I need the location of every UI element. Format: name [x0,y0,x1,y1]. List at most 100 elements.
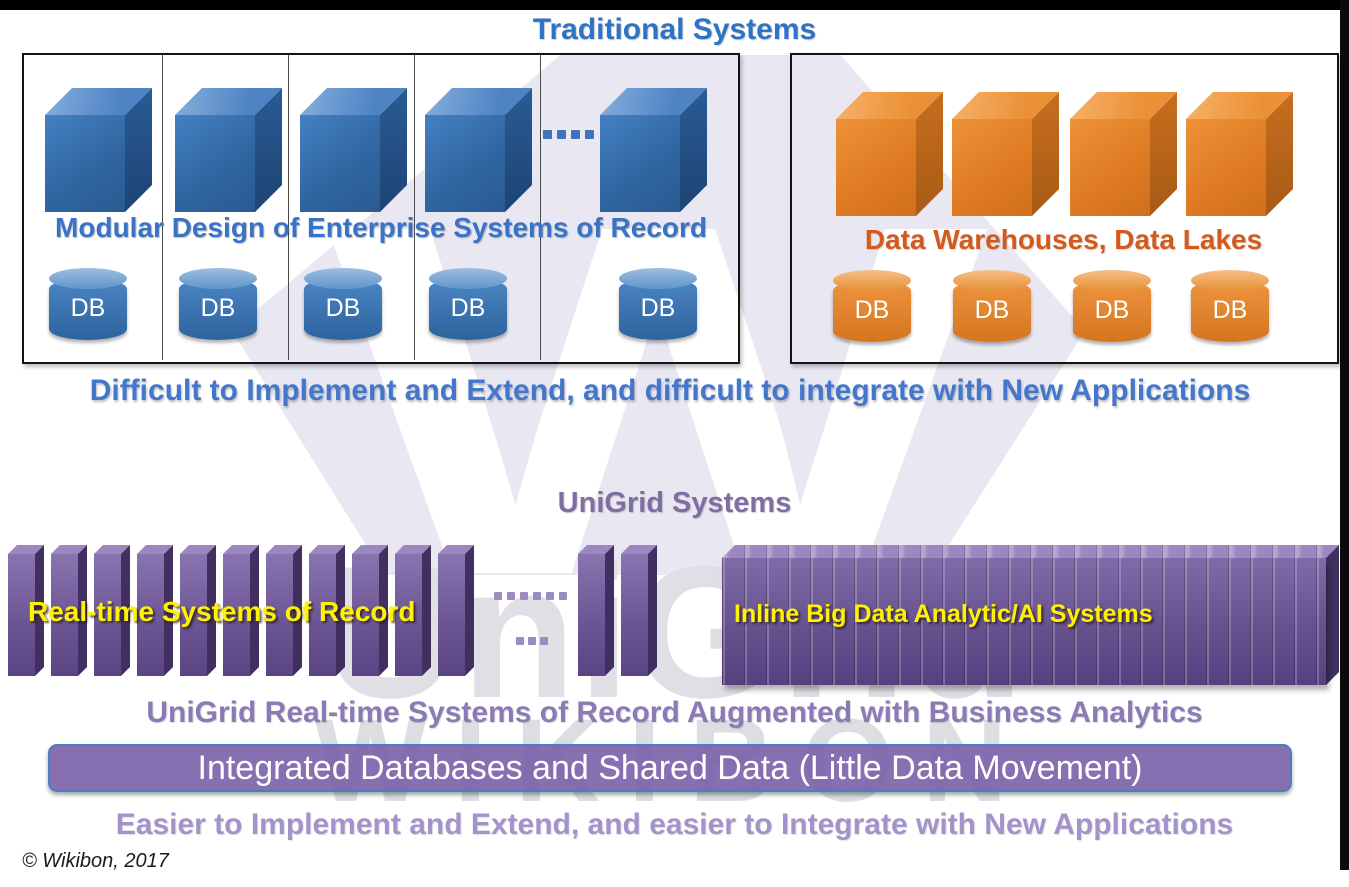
server-slab [352,545,388,676]
slab-side-face [379,545,388,676]
orange-cube [836,92,943,216]
slab-side-face [78,545,87,676]
server-slab [8,545,44,676]
server-slab [309,545,345,676]
slab-front-face [94,554,121,676]
blue-cube [45,88,152,212]
analytics-block [722,545,1339,685]
cube-front-face [1186,119,1266,216]
modular-systems-box [22,53,740,364]
block-side-face [1326,545,1339,685]
blue-cube [425,88,532,212]
difficult-caption: Difficult to Implement and Extend, and d… [89,374,1251,407]
db-label: DB [640,294,676,322]
column-divider [162,55,163,360]
inline-analytics-label: Inline Big Data Analytic/AI Systems [734,600,1153,628]
data-warehouse-box [790,53,1339,364]
db-label: DB [1212,296,1248,324]
server-slab [180,545,216,676]
slab-front-face [352,554,379,676]
db-top-ellipse [429,268,507,289]
continuation-dots [528,637,536,645]
orange-db-cylinder: DB [1191,270,1269,342]
slab-side-face [293,545,302,676]
blue-db-cylinder: DB [619,268,697,340]
continuation-dots [543,130,552,139]
slab-side-face [250,545,259,676]
slab-side-face [164,545,173,676]
continuation-dots [533,592,541,600]
continuation-dots [571,130,580,139]
db-top-ellipse [304,268,382,289]
slab-side-face [336,545,345,676]
continuation-dots [559,592,567,600]
slab-top-face [223,545,259,554]
db-label: DB [325,294,361,322]
easier-caption: Easier to Implement and Extend, and easi… [115,808,1234,841]
cube-front-face [836,119,916,216]
slab-top-face [438,545,474,554]
db-label: DB [70,294,106,322]
blue-db-cylinder: DB [179,268,257,340]
server-slab [578,545,614,676]
db-label: DB [450,294,486,322]
db-label: DB [1094,296,1130,324]
slab-side-face [648,545,657,676]
block-front-face [722,558,1326,685]
db-top-ellipse [953,270,1031,291]
cube-front-face [600,115,680,212]
integrated-databases-bar: Integrated Databases and Shared Data (Li… [48,744,1292,792]
db-label: DB [974,296,1010,324]
slab-front-face [8,554,35,676]
continuation-dots [516,637,524,645]
continuation-dots [494,592,502,600]
slab-side-face [605,545,614,676]
blue-db-cylinder: DB [429,268,507,340]
slab-side-face [121,545,130,676]
slab-front-face [621,554,648,676]
slab-top-face [8,545,44,554]
orange-db-cylinder: DB [1073,270,1151,342]
block-top-face [722,545,1339,558]
integrated-databases-label: Integrated Databases and Shared Data (Li… [197,748,1143,787]
slab-front-face [266,554,293,676]
slab-top-face [309,545,345,554]
slab-front-face [137,554,164,676]
slab-top-face [395,545,431,554]
slab-front-face [438,554,465,676]
slab-front-face [309,554,336,676]
orange-cube [1186,92,1293,216]
right-border-bar [1340,0,1349,870]
slab-top-face [51,545,87,554]
db-top-ellipse [833,270,911,291]
cube-front-face [300,115,380,212]
column-divider [288,55,289,360]
slab-side-face [35,545,44,676]
traditional-systems-title: Traditional Systems [532,13,817,46]
db-top-ellipse [179,268,257,289]
slab-top-face [578,545,614,554]
realtime-systems-label: Real-time Systems of Record [28,596,416,627]
orange-cube [952,92,1059,216]
continuation-dots [507,592,515,600]
slab-top-face [137,545,173,554]
server-slab [438,545,474,676]
orange-db-cylinder: DB [953,270,1031,342]
continuation-dots [546,592,554,600]
slab-front-face [223,554,250,676]
modular-systems-label: Modular Design of Enterprise Systems of … [55,212,707,243]
db-top-ellipse [1073,270,1151,291]
server-slab [137,545,173,676]
server-slab [51,545,87,676]
cube-front-face [952,119,1032,216]
slab-top-face [352,545,388,554]
slab-side-face [207,545,216,676]
top-border-bar [0,0,1349,10]
blue-cube [175,88,282,212]
slab-side-face [422,545,431,676]
slab-top-face [266,545,302,554]
db-label: DB [200,294,236,322]
slab-side-face [465,545,474,676]
slab-front-face [180,554,207,676]
blue-db-cylinder: DB [304,268,382,340]
